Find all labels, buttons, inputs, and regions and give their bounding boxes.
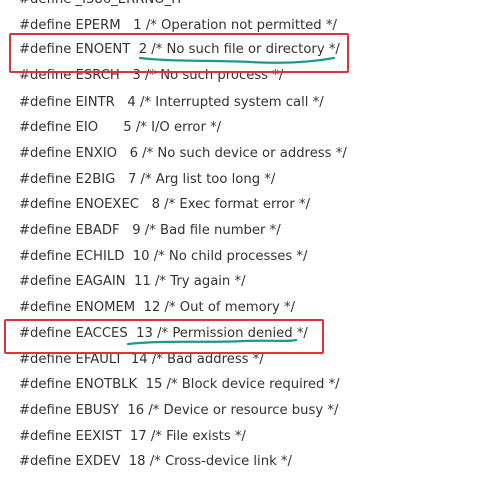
code-line-enoent: #define ENOENT 2 /* No such file or dire… (19, 42, 340, 57)
code-line-eexist: #define EEXIST 17 /* File exists */ (19, 429, 246, 444)
code-line-eio: #define EIO 5 /* I/O error */ (19, 120, 222, 135)
code-line-enoexec: #define ENOEXEC 8 /* Exec format error *… (19, 197, 311, 212)
code-line-eacces: #define EACCES 13 /* Permission denied *… (19, 326, 308, 341)
code-line-efault: #define EFAULT 14 /* Bad address */ (19, 352, 264, 367)
code-line-echild: #define ECHILD 10 /* No child processes … (19, 249, 308, 264)
code-line-e2big: #define E2BIG 7 /* Arg list too long */ (19, 172, 276, 187)
code-line-eagain: #define EAGAIN 11 /* Try again */ (19, 274, 246, 289)
code-line-enotblk: #define ENOTBLK 15 /* Block device requi… (19, 377, 340, 392)
code-line-enxio: #define ENXIO 6 /* No such device or add… (19, 146, 347, 161)
code-line-eperm: #define EPERM 1 /* Operation not permitt… (19, 18, 337, 33)
code-line-exdev: #define EXDEV 18 /* Cross-device link */ (19, 454, 292, 469)
code-line-eintr: #define EINTR 4 /* Interrupted system ca… (19, 95, 324, 110)
code-line-ebadf: #define EBADF 9 /* Bad file number */ (19, 223, 281, 238)
code-line-enomem: #define ENOMEM 12 /* Out of memory */ (19, 300, 296, 315)
code-line-ebusy: #define EBUSY 16 /* Device or resource b… (19, 403, 339, 418)
code-line-esrch: #define ESRCH 3 /* No such process */ (19, 68, 284, 83)
code-line-errno-guard: #define _I386_ERRNO_H (19, 0, 181, 10)
